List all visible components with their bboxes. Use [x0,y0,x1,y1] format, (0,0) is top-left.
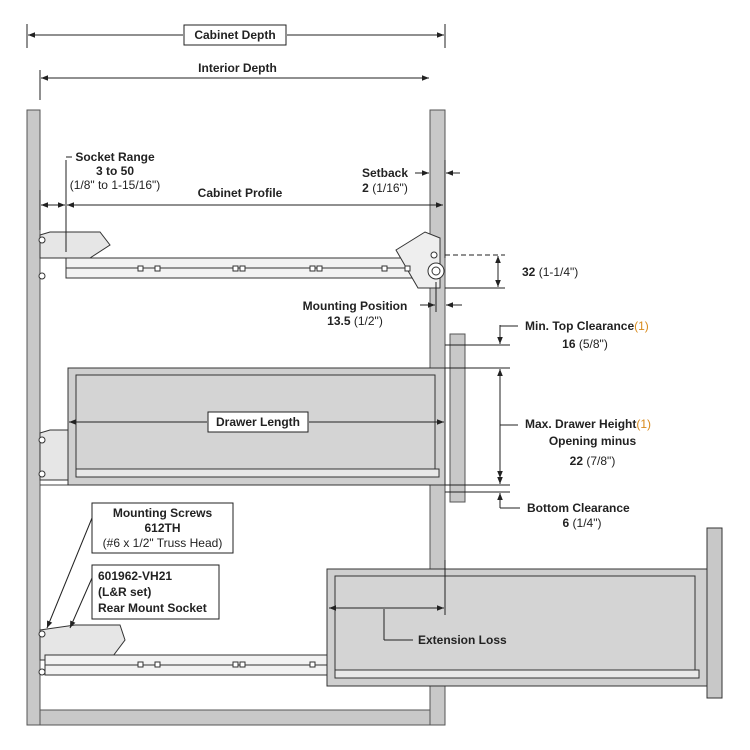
mounting-position-title: Mounting Position [302,299,408,313]
min-top-clearance-row: Min. Top Clearance(1) [525,319,649,333]
socket-range-value: 3 to 50 [95,164,134,178]
bottom-clearance-value: 6 [562,516,570,530]
bottom-drawer-extended [38,527,723,699]
cabinet-depth-label: Cabinet Depth [194,28,276,42]
mounting-screws-desc: (#6 x 1/2" Truss Head) [102,536,223,550]
cabinet-profile-label: Cabinet Profile [197,186,283,200]
max-drawer-height-value: 22 [569,454,584,468]
bottom-clearance-title: Bottom Clearance [527,501,630,515]
bottom-clearance-imperial: (1/4") [572,516,602,530]
setback-value-row: 2 (1/16") [345,181,425,195]
max-drawer-height-row: Max. Drawer Height(1) [525,417,651,431]
socket-part: 601962-VH21 [98,569,173,583]
min-top-clearance-value-row: 16 (5/8") [525,337,645,351]
dim-32-value: 32 [522,265,536,279]
socket-range-title: Socket Range [75,150,155,164]
mounting-position-row: 13.5 (1/2") [300,314,410,328]
min-top-clearance-note: (1) [634,319,649,333]
mounting-position-imperial: (1/2") [353,314,383,328]
bottom-clearance-value-row: 6 (1/4") [527,516,637,530]
cabinet-left-side [26,109,41,726]
setback-value: 2 [362,181,369,195]
max-drawer-height-title: Max. Drawer Height [525,417,637,431]
setback-title: Setback [361,166,409,180]
socket-set: (L&R set) [98,585,152,599]
interior-depth-label: Interior Depth [198,61,277,75]
max-drawer-height-value-row: 22 (7/8") [525,454,660,468]
socket-desc: Rear Mount Socket [98,601,207,615]
cabinet-bottom [39,709,431,726]
setback-imperial: (1/16") [372,181,408,195]
opening-minus-label: Opening minus [548,434,637,448]
mounting-screws-title: Mounting Screws [112,506,213,520]
max-drawer-height-imperial: (7/8") [586,454,616,468]
front-panel-middle [449,333,466,503]
min-top-clearance-value: 16 [562,337,576,351]
max-drawer-height-note: (1) [636,417,652,431]
socket-range-imperial: (1/8" to 1-15/16") [69,178,161,192]
dim-32-imperial: (1-1/4") [538,265,579,279]
drawer-length-label: Drawer Length [215,415,300,429]
dimension-lines [26,24,520,641]
dim-32-row: 32 (1-1/4") [522,265,578,279]
label-boxes [91,24,309,620]
min-top-clearance-imperial: (5/8") [578,337,608,351]
mounting-screws-part: 612TH [144,521,181,535]
mounting-position-value: 13.5 [327,314,351,328]
extension-loss-label: Extension Loss [418,633,507,647]
min-top-clearance-title: Min. Top Clearance [525,319,635,333]
top-slide [38,231,445,289]
